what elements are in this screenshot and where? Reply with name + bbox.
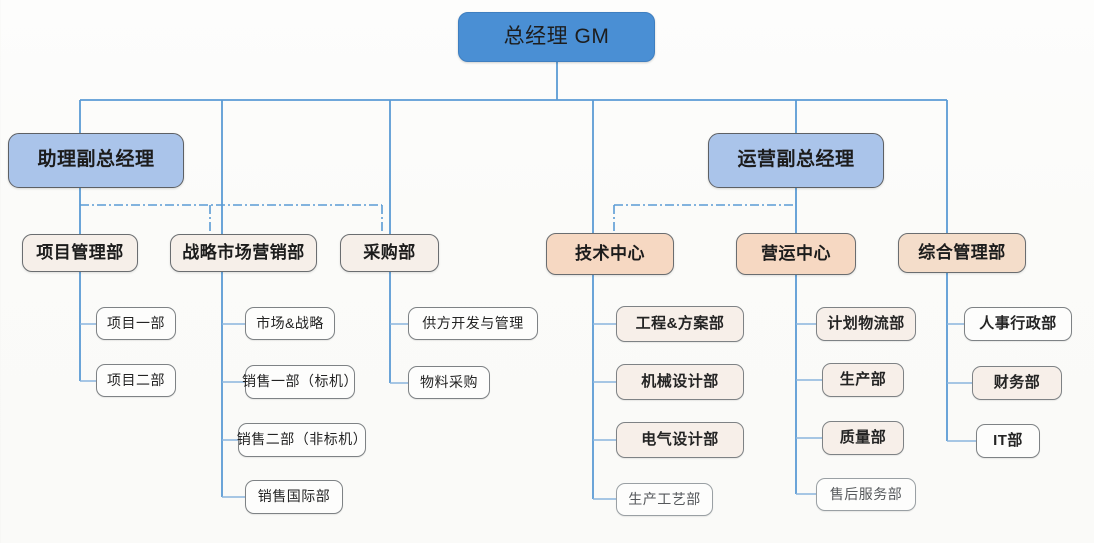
node-supplier-development[interactable]: 供方开发与管理 bbox=[408, 307, 538, 340]
node-mechanical-design[interactable]: 机械设计部 bbox=[616, 364, 744, 400]
node-material-purchase[interactable]: 物料采购 bbox=[408, 366, 490, 399]
node-production-department[interactable]: 生产部 bbox=[822, 363, 904, 397]
node-sales-department-1[interactable]: 销售一部（标机） bbox=[242, 365, 358, 399]
node-sales-department-2[interactable]: 销售二部（非标机） bbox=[237, 423, 367, 457]
node-production-process[interactable]: 生产工艺部 bbox=[616, 483, 713, 516]
node-technology-center[interactable]: 技术中心 bbox=[546, 233, 674, 275]
node-finance-department[interactable]: 财务部 bbox=[972, 366, 1062, 400]
node-engineering-solution[interactable]: 工程&方案部 bbox=[616, 306, 744, 342]
node-project-department-1[interactable]: 项目一部 bbox=[96, 307, 176, 340]
node-quality-department[interactable]: 质量部 bbox=[822, 421, 904, 455]
node-operations-vice-general-manager[interactable]: 运营副总经理 bbox=[708, 133, 884, 188]
node-hr-administration[interactable]: 人事行政部 bbox=[964, 307, 1072, 341]
node-market-strategy[interactable]: 市场&战略 bbox=[245, 307, 335, 340]
node-assistant-vice-general-manager[interactable]: 助理副总经理 bbox=[8, 133, 184, 188]
node-sales-international[interactable]: 销售国际部 bbox=[245, 480, 343, 514]
node-electrical-design[interactable]: 电气设计部 bbox=[616, 422, 744, 458]
node-project-department-2[interactable]: 项目二部 bbox=[96, 364, 176, 397]
node-procurement[interactable]: 采购部 bbox=[340, 234, 439, 272]
node-it-department[interactable]: IT部 bbox=[976, 424, 1040, 458]
node-project-management[interactable]: 项目管理部 bbox=[22, 234, 138, 272]
node-general-administration[interactable]: 综合管理部 bbox=[898, 233, 1026, 273]
node-strategy-marketing[interactable]: 战略市场营销部 bbox=[170, 234, 317, 272]
node-general-manager[interactable]: 总经理 GM bbox=[458, 12, 655, 62]
node-after-sales-service[interactable]: 售后服务部 bbox=[816, 478, 916, 511]
node-operations-center[interactable]: 营运中心 bbox=[736, 233, 856, 275]
node-planning-logistics[interactable]: 计划物流部 bbox=[816, 307, 916, 341]
